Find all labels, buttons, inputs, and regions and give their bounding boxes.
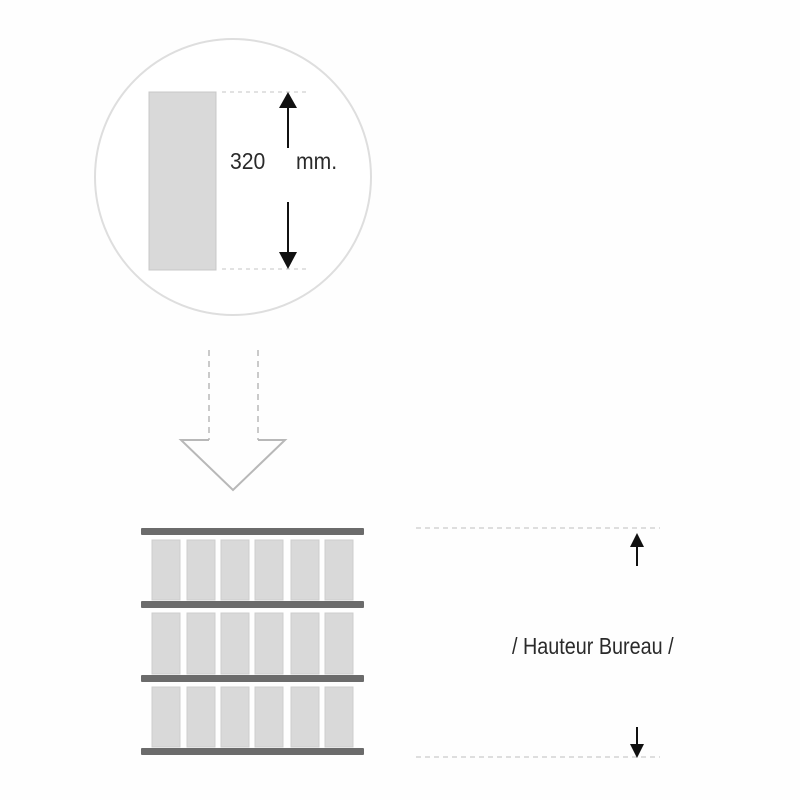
binder (186, 686, 216, 748)
binder (220, 686, 250, 748)
dimension-arrowhead-down (279, 252, 297, 269)
height-label: / Hauteur Bureau / (512, 633, 674, 659)
binder (254, 686, 284, 748)
dimension-unit: mm. (296, 148, 338, 174)
shelf-board (141, 601, 364, 608)
height-arrowhead-up (630, 533, 644, 547)
dimension-value: 320 (230, 148, 266, 174)
arrow-head (178, 439, 288, 492)
height-dimension (416, 527, 660, 758)
height-arrowhead-down (630, 744, 644, 758)
detail-zoom-circle (94, 38, 372, 316)
binder (254, 539, 284, 601)
binder (290, 539, 320, 601)
binder (186, 612, 216, 675)
binder (151, 539, 181, 601)
binder (324, 539, 354, 601)
binder (186, 539, 216, 601)
binder (254, 612, 284, 675)
transition-arrow (178, 350, 288, 492)
binder (324, 612, 354, 675)
shelving-unit (141, 528, 364, 755)
binder (151, 686, 181, 748)
binder-detail (148, 91, 217, 271)
zoom-circle-outline (94, 38, 372, 316)
binder (220, 539, 250, 601)
shelf-board (141, 528, 364, 535)
shelf-board (141, 675, 364, 682)
binder (220, 612, 250, 675)
dimension-arrowhead-up (279, 92, 297, 108)
binder (290, 686, 320, 748)
binder (290, 612, 320, 675)
binder (324, 686, 354, 748)
binder (151, 612, 181, 675)
shelf-board (141, 748, 364, 755)
